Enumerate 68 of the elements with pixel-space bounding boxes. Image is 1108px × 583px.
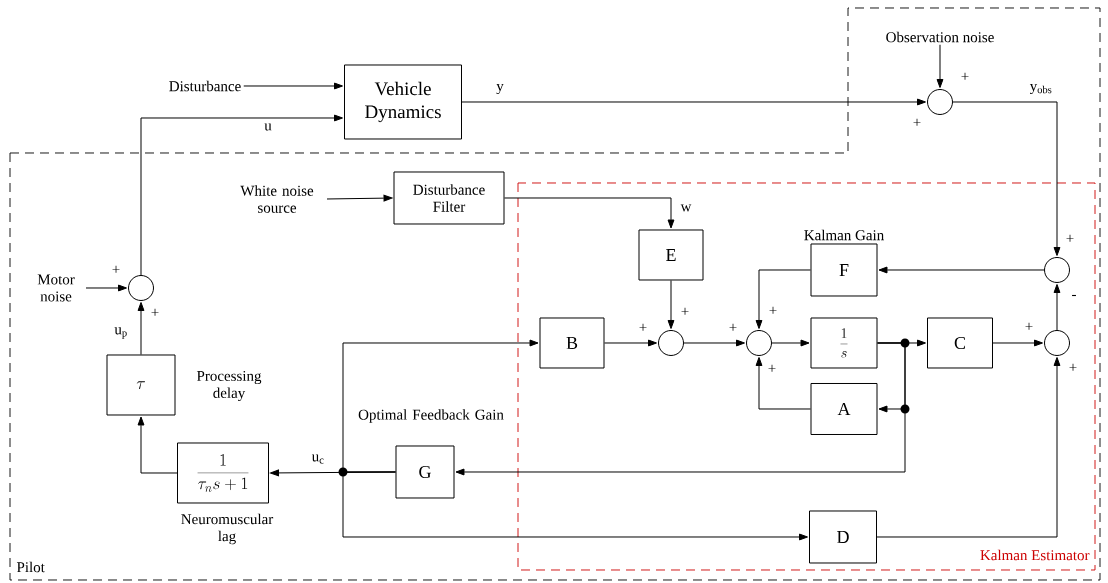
edge-label: u$_{c}$ <box>311 454 324 464</box>
arrow <box>755 357 811 410</box>
integrator-box: $\frac{1}{s}$ <box>810 317 878 369</box>
sign-label: + <box>1025 322 1033 330</box>
arrow <box>137 302 145 355</box>
arrow <box>461 98 926 106</box>
input-label: White noise source <box>240 185 314 213</box>
input-label: Observation noise <box>886 31 994 43</box>
sign-label: + <box>961 72 969 80</box>
arrow <box>683 339 745 347</box>
sign-label: + <box>681 307 689 315</box>
edge-label: y <box>496 83 504 95</box>
summing-junction <box>1044 330 1070 356</box>
process-box: Vehicle Dynamics <box>344 64 462 140</box>
arrow <box>771 339 810 347</box>
summing-junction <box>1044 257 1070 283</box>
sign-label: + <box>639 323 647 331</box>
summing-junction <box>658 330 684 356</box>
arrow <box>455 342 906 476</box>
block-caption: Optimal Feedback Gain <box>358 409 504 423</box>
process-box: D <box>809 510 877 564</box>
arrow <box>140 114 343 276</box>
sign-label: + <box>1066 234 1074 242</box>
process-box: $\frac{1}{\tau_{n} s+1}$ <box>177 442 269 504</box>
arrow <box>936 44 944 88</box>
input-label: Disturbance <box>169 80 241 92</box>
edge-label: u <box>264 123 272 131</box>
sign-label: + <box>913 118 921 126</box>
process-box: A <box>810 383 878 435</box>
process-box: E <box>638 229 704 281</box>
arrow <box>952 101 1061 256</box>
process-box: G <box>395 445 455 499</box>
sign-label: + <box>729 323 737 331</box>
sign-label: + <box>112 265 120 273</box>
arrow <box>992 339 1043 347</box>
arrow <box>755 269 811 329</box>
arrow <box>504 197 675 229</box>
edge-label: y$_{obs}$ <box>1029 83 1052 95</box>
edge-label: u$_{p}$ <box>114 327 127 339</box>
arrow <box>326 194 393 202</box>
summing-junction <box>927 89 953 115</box>
block-caption: Processing delay <box>196 370 262 402</box>
arrow <box>342 339 539 473</box>
arrow <box>876 357 1061 538</box>
arrow <box>137 416 178 474</box>
arrow <box>342 471 808 541</box>
arrow <box>667 280 675 329</box>
sign-label: + <box>1069 363 1077 371</box>
sign-label: + <box>151 308 159 316</box>
process-box: B <box>539 317 605 369</box>
block-caption: Neuromuscular lag <box>181 513 274 545</box>
arrow <box>1053 284 1061 331</box>
sign-label: + <box>769 306 777 314</box>
summing-junction <box>746 330 772 356</box>
arrow <box>604 339 657 347</box>
process-box: Disturbance Filter <box>393 171 505 225</box>
sign-label: + <box>768 364 776 372</box>
sign-label: - <box>1072 294 1076 297</box>
block-caption: Kalman Gain <box>804 229 884 241</box>
edge-label: w <box>680 204 692 212</box>
arrow <box>878 266 1045 274</box>
process-box: C <box>927 317 993 369</box>
arrow <box>85 284 127 292</box>
process-box: $\tau$ <box>106 354 176 416</box>
input-label: Motor noise <box>37 274 75 302</box>
arrow <box>243 82 343 90</box>
process-box: F <box>810 243 878 297</box>
summing-junction <box>128 275 154 301</box>
